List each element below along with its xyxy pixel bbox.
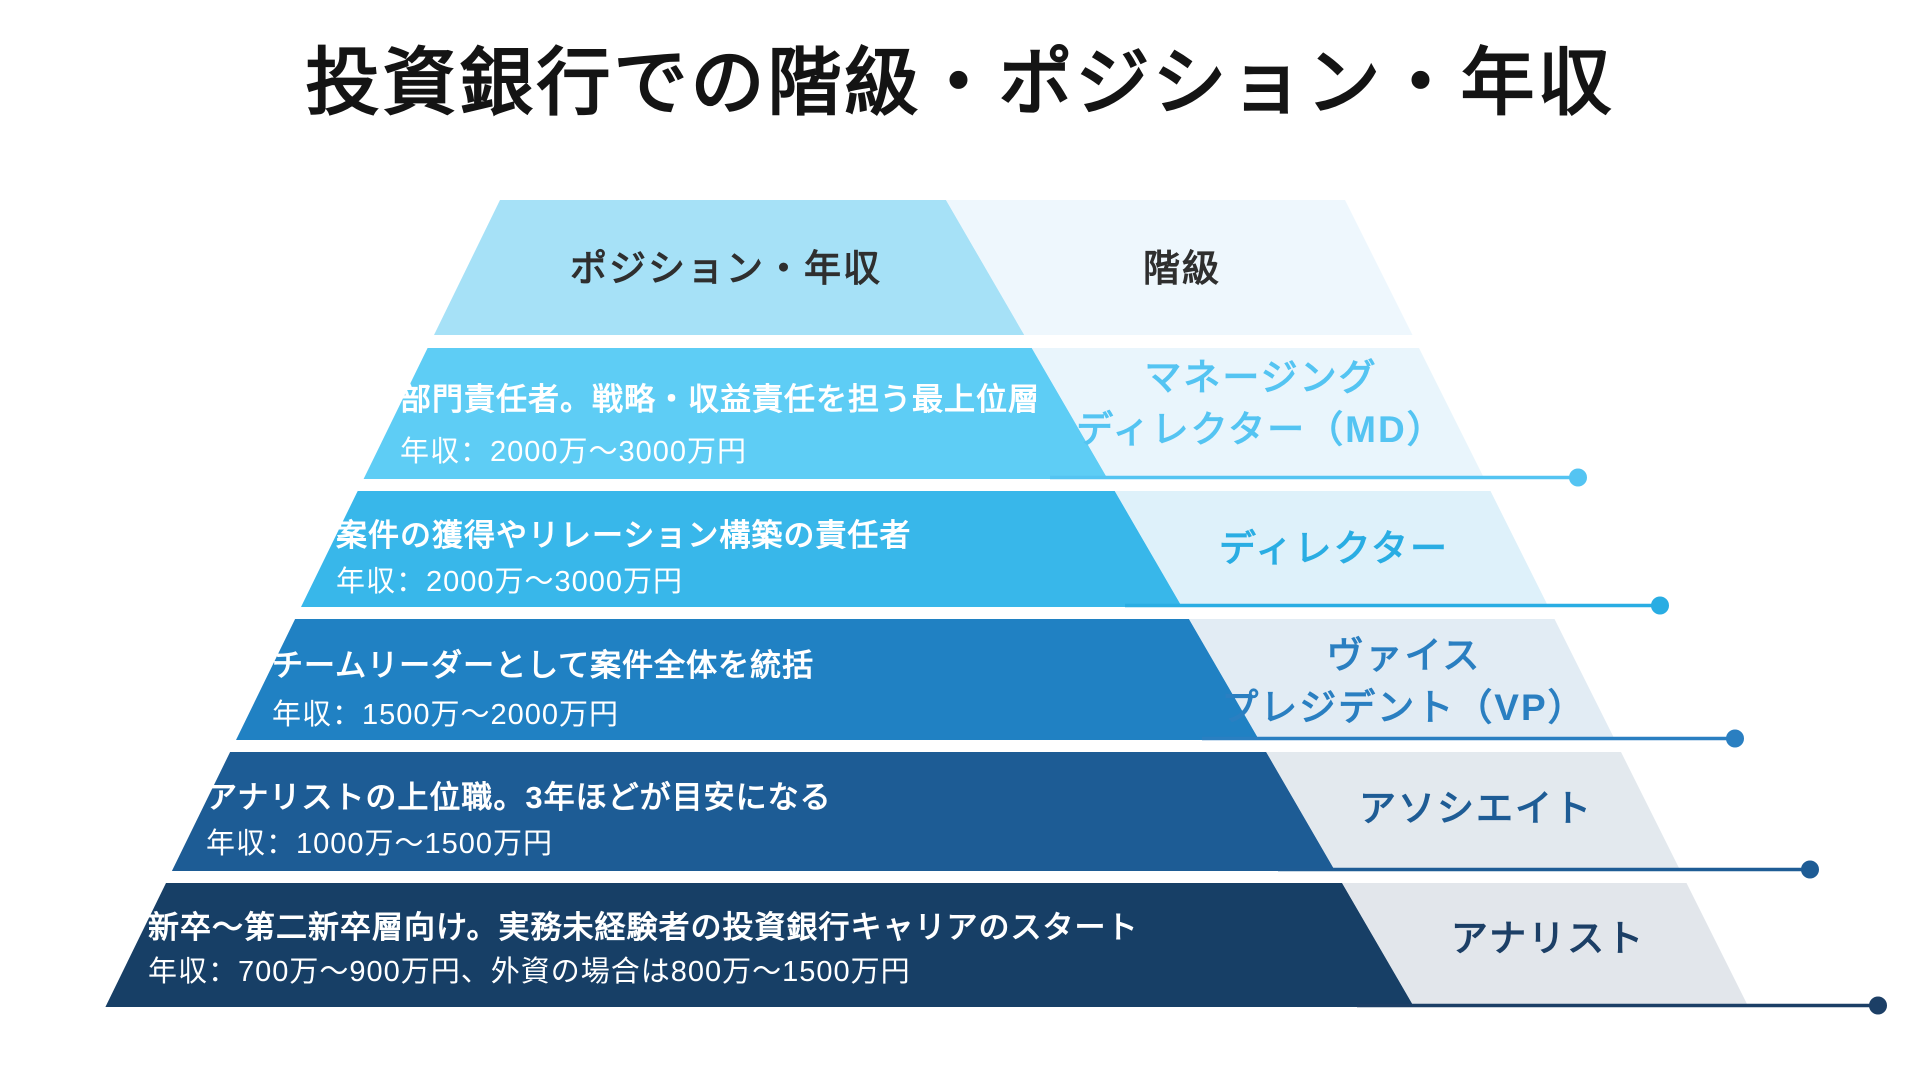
vp-description: チームリーダーとして案件全体を統括 [272,648,815,683]
level-associate-description-shape [171,752,1336,871]
level-md-rank-shape [1031,348,1485,479]
associate-salary: 年収：1000万〜1500万円 [206,828,554,860]
header-rank-shape [946,200,1413,335]
level-analyst-rank-shape [1342,883,1749,1007]
associate-rank-line1: アソシエイト [1359,788,1593,829]
level-director-leader-dot [1651,596,1669,615]
level-analyst-description-shape [105,883,1415,1007]
page-title: 投資銀行での階級・ポジション・年収 [305,41,1615,124]
associate-description: アナリストの上位職。3年ほどが目安になる [206,780,832,815]
director-salary: 年収：2000万〜3000万円 [336,566,684,598]
analyst-description: 新卒〜第二新卒層向け。実務未経験者の投資銀行キャリアのスタート [148,910,1139,945]
analyst-salary: 年収：700万〜900万円、外資の場合は800万〜1500万円 [148,956,911,988]
analyst-rank-label: アナリスト [1308,913,1788,965]
analyst-rank-line1: アナリスト [1450,918,1646,959]
vp-rank-line1: ヴァイス [1326,635,1482,676]
associate-rank-label: アソシエイト [1236,783,1716,835]
header-position-label: ポジション・年収 [570,248,882,289]
level-md-description-shape [363,348,1108,479]
header-position-shape [434,200,1025,335]
level-analyst-leader-dot [1869,996,1887,1015]
md-rank-line2: ディレクター（MD） [1076,409,1446,450]
header-rank-label: 階級 [1143,248,1221,289]
level-vp-rank-shape [1189,619,1615,740]
level-md-leader-dot [1569,468,1587,487]
md-rank-line1: マネージング [1144,357,1378,398]
vp-rank-label: ヴァイス プレジデント（VP） [1164,630,1644,734]
vp-salary: 年収：1500万〜2000万円 [272,699,620,731]
director-rank-line1: ディレクター [1219,528,1449,569]
director-rank-label: ディレクター [1094,523,1574,575]
level-associate-rank-shape [1266,752,1681,871]
level-vp-description-shape [236,619,1260,740]
level-director-description-shape [301,491,1183,607]
director-description: 案件の獲得やリレーション構築の責任者 [336,518,912,553]
md-description: 部門責任者。戦略・収益責任を担う最上位層 [400,382,1040,417]
level-associate-leader-dot [1801,860,1819,879]
level-director-rank-shape [1114,491,1549,607]
level-vp-leader-dot [1726,729,1744,748]
md-salary: 年収：2000万〜3000万円 [400,436,748,468]
md-rank-label: マネージング ディレクター（MD） [1021,352,1501,456]
vp-rank-line2: プレジデント（VP） [1221,687,1587,728]
